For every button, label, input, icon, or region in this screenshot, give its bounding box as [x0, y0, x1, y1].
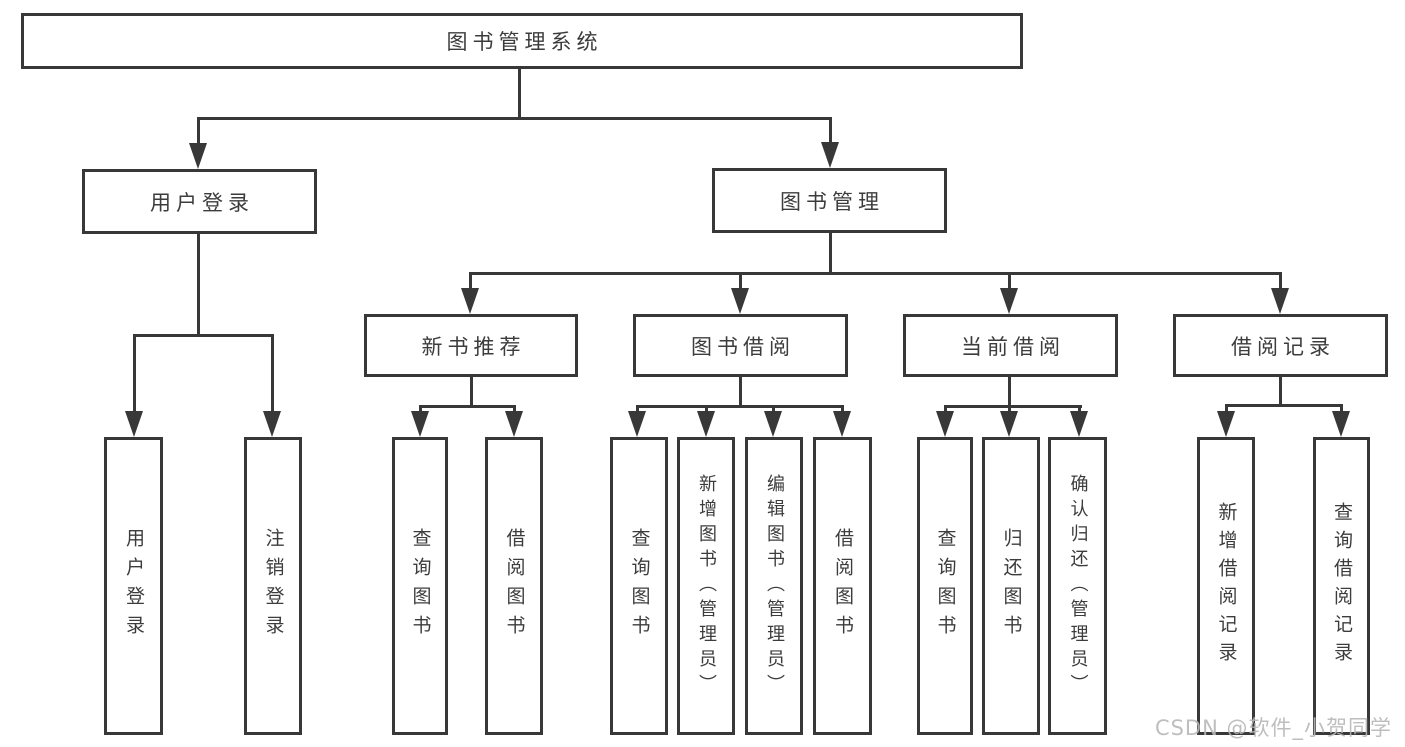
connector-current-stem [1008, 377, 1011, 407]
leaf-label: 借阅图书 [832, 528, 854, 644]
arrow-down-icon [125, 411, 143, 437]
connector-l2-hline [469, 272, 1282, 275]
connector-drop [419, 405, 422, 413]
connector-borrow-hline [636, 405, 844, 408]
node-leaf-add-books: 新增图书（管理员） [677, 437, 735, 735]
connector-drop-borrow [739, 272, 742, 290]
connector-drop [1225, 404, 1228, 413]
leaf-label: 编辑图书（管理员） [764, 473, 785, 699]
connector-bookmgmt-stem [829, 233, 832, 274]
node-leaf-add-borrow-record: 新增借阅记录 [1197, 437, 1255, 735]
connector-drop [1078, 405, 1081, 413]
connector-drop [944, 405, 947, 413]
connector-drop-loginuser [133, 334, 136, 411]
arrow-down-icon [628, 411, 646, 437]
node-leaf-logout: 注销登录 [244, 437, 302, 735]
node-book-borrow-label: 图书借阅 [691, 334, 795, 359]
connector-userlogin-hline [133, 334, 274, 337]
connector-drop [841, 405, 844, 413]
csdn-watermark: CSDN @软件_小贺同学 [1154, 716, 1392, 740]
leaf-label: 查询图书 [628, 528, 651, 644]
node-book-borrow: 图书借阅 [633, 314, 848, 377]
leaf-label: 确认归还（管理员） [1067, 473, 1089, 699]
connector-userlogin-stem [197, 233, 200, 336]
connector-drop [772, 405, 775, 413]
leaf-label: 新增借阅记录 [1215, 502, 1238, 670]
arrow-down-icon [1217, 411, 1235, 437]
node-leaf-query-borrow-record: 查询借阅记录 [1313, 437, 1370, 735]
arrow-down-icon [263, 411, 281, 437]
connector-drop-newbook [469, 272, 472, 290]
connector-drop-logout [271, 334, 274, 411]
connector-record-stem [1279, 377, 1282, 407]
leaf-label: 查询图书 [934, 528, 957, 644]
arrow-down-icon [833, 411, 851, 437]
connector-drop [513, 405, 516, 413]
arrow-down-icon [697, 411, 715, 437]
connector-drop-current [1008, 272, 1011, 290]
node-current-borrow: 当前借阅 [903, 314, 1118, 377]
leaf-label: 注销登录 [262, 528, 285, 644]
arrow-down-icon [731, 288, 749, 314]
arrow-down-icon [1000, 288, 1018, 314]
arrow-down-icon [189, 143, 207, 169]
node-new-book: 新书推荐 [364, 314, 578, 377]
node-current-borrow-label: 当前借阅 [961, 334, 1065, 359]
connector-drop-userlogin [197, 117, 200, 145]
connector-drop-record [1279, 272, 1282, 290]
node-user-login-label: 用户登录 [150, 190, 254, 215]
node-root-label: 图书管理系统 [446, 30, 603, 54]
node-leaf-query-books-1: 查询图书 [392, 437, 448, 735]
arrow-down-icon [1000, 411, 1018, 437]
leaf-label: 用户登录 [123, 528, 145, 644]
connector-l1-hline [197, 117, 832, 120]
node-borrow-record-label: 借阅记录 [1231, 334, 1335, 359]
node-leaf-user-login: 用户登录 [104, 437, 163, 735]
leaf-label: 查询借阅记录 [1331, 502, 1353, 670]
leaf-label: 新增图书（管理员） [696, 473, 717, 699]
leaf-label: 借阅图书 [503, 528, 526, 644]
node-new-book-label: 新书推荐 [421, 334, 526, 359]
connector-borrow-stem [739, 377, 742, 407]
node-book-mgmt: 图书管理 [712, 168, 947, 233]
connector-current-hline [944, 405, 1082, 408]
node-user-login: 用户登录 [82, 169, 317, 234]
node-leaf-edit-books: 编辑图书（管理员） [745, 437, 803, 735]
arrow-down-icon [1332, 411, 1350, 437]
connector-record-hline [1225, 404, 1343, 407]
connector-newbook-stem [470, 377, 473, 407]
arrow-down-icon [1271, 288, 1289, 314]
node-leaf-return-books: 归还图书 [982, 437, 1040, 735]
arrow-down-icon [1070, 411, 1088, 437]
connector-drop [705, 405, 708, 413]
node-leaf-confirm-return: 确认归还（管理员） [1048, 437, 1107, 735]
node-leaf-query-books-2: 查询图书 [610, 437, 668, 735]
node-leaf-borrow-books-1: 借阅图书 [485, 437, 543, 735]
node-borrow-record: 借阅记录 [1173, 314, 1388, 377]
connector-drop-bookmgmt [829, 117, 832, 144]
connector-drop [1340, 404, 1343, 413]
arrow-down-icon [411, 411, 429, 437]
node-leaf-borrow-books-2: 借阅图书 [813, 437, 872, 735]
connector-newbook-hline [419, 405, 516, 408]
node-root: 图书管理系统 [21, 13, 1023, 69]
leaf-label: 归还图书 [1000, 528, 1023, 644]
arrow-down-icon [505, 411, 523, 437]
arrow-down-icon [764, 411, 782, 437]
arrow-down-icon [461, 288, 479, 314]
arrow-down-icon [936, 411, 954, 437]
connector-drop [1008, 405, 1011, 413]
leaf-label: 查询图书 [409, 528, 432, 644]
arrow-down-icon [821, 142, 839, 168]
node-leaf-query-books-3: 查询图书 [917, 437, 973, 735]
connector-drop [636, 405, 639, 413]
connector-root-stem [518, 69, 521, 118]
node-book-mgmt-label: 图书管理 [780, 189, 884, 214]
